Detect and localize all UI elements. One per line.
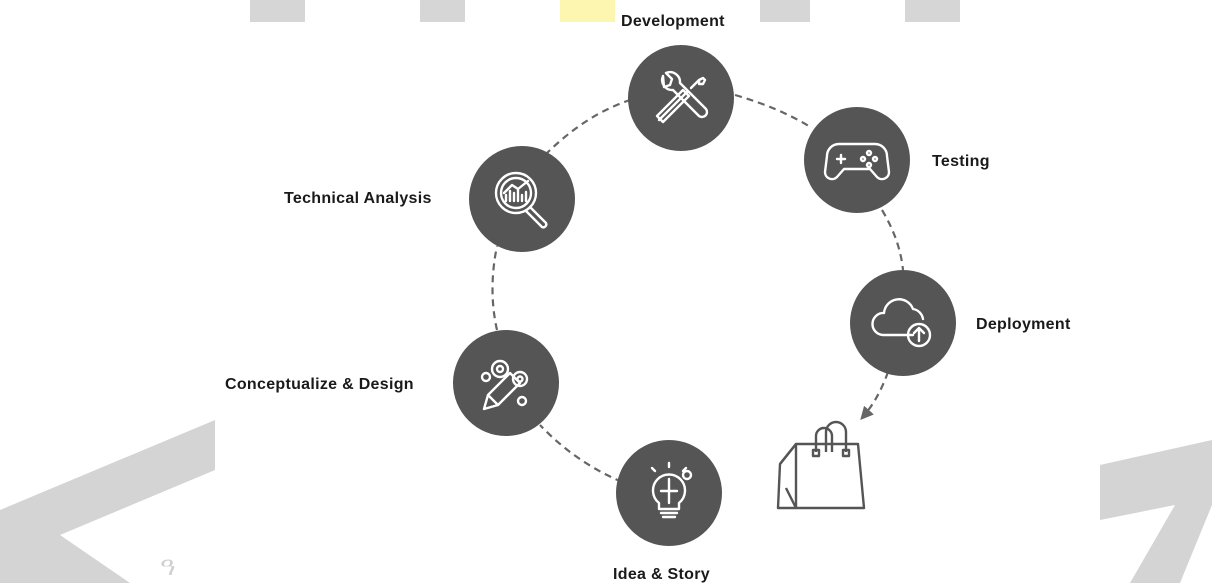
lightbulb-puzzle-icon [650,461,693,519]
connector-testing-to-deployment [881,209,905,271]
shopping-bag-icon [776,420,866,510]
technical-analysis-node [469,146,575,252]
svg-text:ዓ: ዓ [160,552,175,582]
cloud-upload-icon [871,298,932,348]
connector-development-to-testing [734,93,813,129]
connector-idea-to-conceptualize [539,424,623,484]
development-label: Development [621,13,725,30]
tools-icon [655,71,709,124]
testing-label: Testing [932,153,990,170]
connector-deployment-to-bag [860,371,890,420]
testing-node [804,107,910,213]
connector-conceptualize-to-technical [491,245,499,331]
connector-technical-to-development [544,98,631,156]
deployment-node [850,270,956,376]
gears-pencil-icon [480,359,529,411]
conceptualize-design-node [453,330,559,436]
development-node [628,45,734,151]
gamepad-icon [823,142,891,181]
magnifier-chart-icon [494,171,548,229]
conceptualize-design-label: Conceptualize & Design [225,376,414,393]
idea-story-node [616,440,722,546]
deployment-label: Deployment [976,316,1071,333]
idea-story-label: Idea & Story [613,566,710,583]
technical-analysis-label: Technical Analysis [284,190,432,207]
